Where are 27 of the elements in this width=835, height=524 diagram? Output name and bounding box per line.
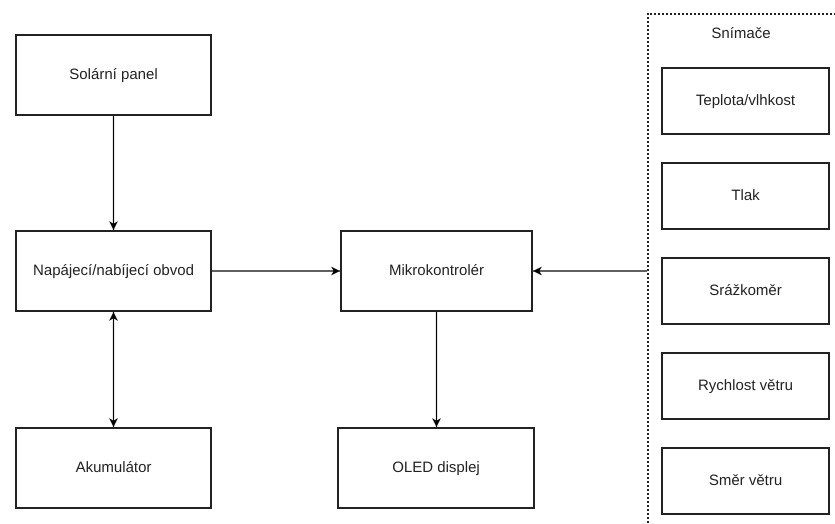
block-label: Srážkoměr bbox=[708, 281, 783, 302]
block-box bbox=[661, 352, 830, 420]
block-box bbox=[661, 67, 830, 135]
group-title: Snímače bbox=[711, 25, 771, 42]
block-box bbox=[661, 257, 830, 325]
block-label: Teplota/vlhkost bbox=[694, 91, 796, 112]
block-box bbox=[15, 34, 212, 116]
block-label: Směr větru bbox=[708, 471, 784, 492]
sensor-group-frame bbox=[647, 13, 835, 524]
block-label: Tlak bbox=[730, 186, 761, 206]
arrow bbox=[109, 312, 118, 427]
block-label: Napájecí/nabíjecí obvod bbox=[32, 261, 195, 282]
block-label: Solární panel bbox=[68, 65, 159, 86]
arrow bbox=[432, 312, 441, 427]
block-box bbox=[661, 162, 830, 230]
block-box bbox=[15, 230, 212, 312]
block-label: OLED displej bbox=[391, 458, 481, 478]
arrow bbox=[212, 266, 340, 276]
arrow bbox=[533, 266, 647, 276]
block-box bbox=[337, 427, 535, 509]
block-box bbox=[15, 427, 212, 509]
block-label: Rychlost větru bbox=[696, 376, 794, 396]
block-box bbox=[661, 447, 830, 515]
arrow bbox=[109, 116, 118, 230]
block-box bbox=[340, 230, 533, 312]
block-label: Akumulátor bbox=[74, 458, 152, 478]
block-label: Mikrokontrolér bbox=[388, 261, 486, 282]
